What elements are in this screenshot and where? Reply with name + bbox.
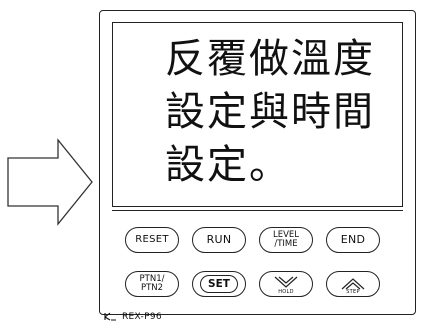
chevron-up-icon — [341, 278, 365, 290]
ptn-button[interactable]: PTN1/ PTN2 — [125, 271, 179, 297]
model-label: REX-P96 — [122, 312, 162, 322]
hold-button[interactable]: HOLD — [259, 271, 313, 297]
level-time-button[interactable]: LEVEL /TIME — [259, 227, 313, 253]
run-label: RUN — [206, 233, 232, 246]
display-line-1: 反覆做溫度 — [165, 36, 375, 82]
right-arrow-icon — [7, 138, 93, 226]
ptn-label: PTN1/ PTN2 — [140, 275, 165, 293]
ptn1-label: PTN1/ — [139, 274, 165, 284]
brand-footer: REX-P96 — [103, 312, 162, 322]
key-panel: RESET RUN LEVEL /TIME END PTN1/ PTN2 SET… — [112, 210, 403, 310]
level-time-label: LEVEL /TIME — [273, 231, 299, 249]
chevron-down-icon — [274, 276, 298, 288]
rkc-logo-icon — [104, 312, 116, 321]
set-button[interactable]: SET — [192, 271, 246, 297]
time-label: /TIME — [274, 239, 298, 249]
step-label: STEP — [346, 289, 360, 295]
ptn2-label: PTN2 — [140, 283, 164, 293]
step-button[interactable]: STEP — [326, 271, 380, 297]
hold-label: HOLD — [278, 289, 294, 295]
reset-button[interactable]: RESET — [125, 227, 179, 253]
reset-label: RESET — [135, 234, 169, 245]
display-line-3: 設定。 — [165, 142, 291, 188]
cycle-arrow-icon: SET — [200, 275, 238, 293]
set-label: SET — [208, 278, 230, 290]
end-label: END — [340, 233, 366, 246]
display-screen: 反覆做溫度 設定與時間 設定。 — [112, 22, 403, 207]
end-button[interactable]: END — [326, 227, 380, 253]
display-line-2: 設定與時間 — [165, 89, 375, 135]
level-label: LEVEL — [272, 230, 300, 240]
run-button[interactable]: RUN — [192, 227, 246, 253]
